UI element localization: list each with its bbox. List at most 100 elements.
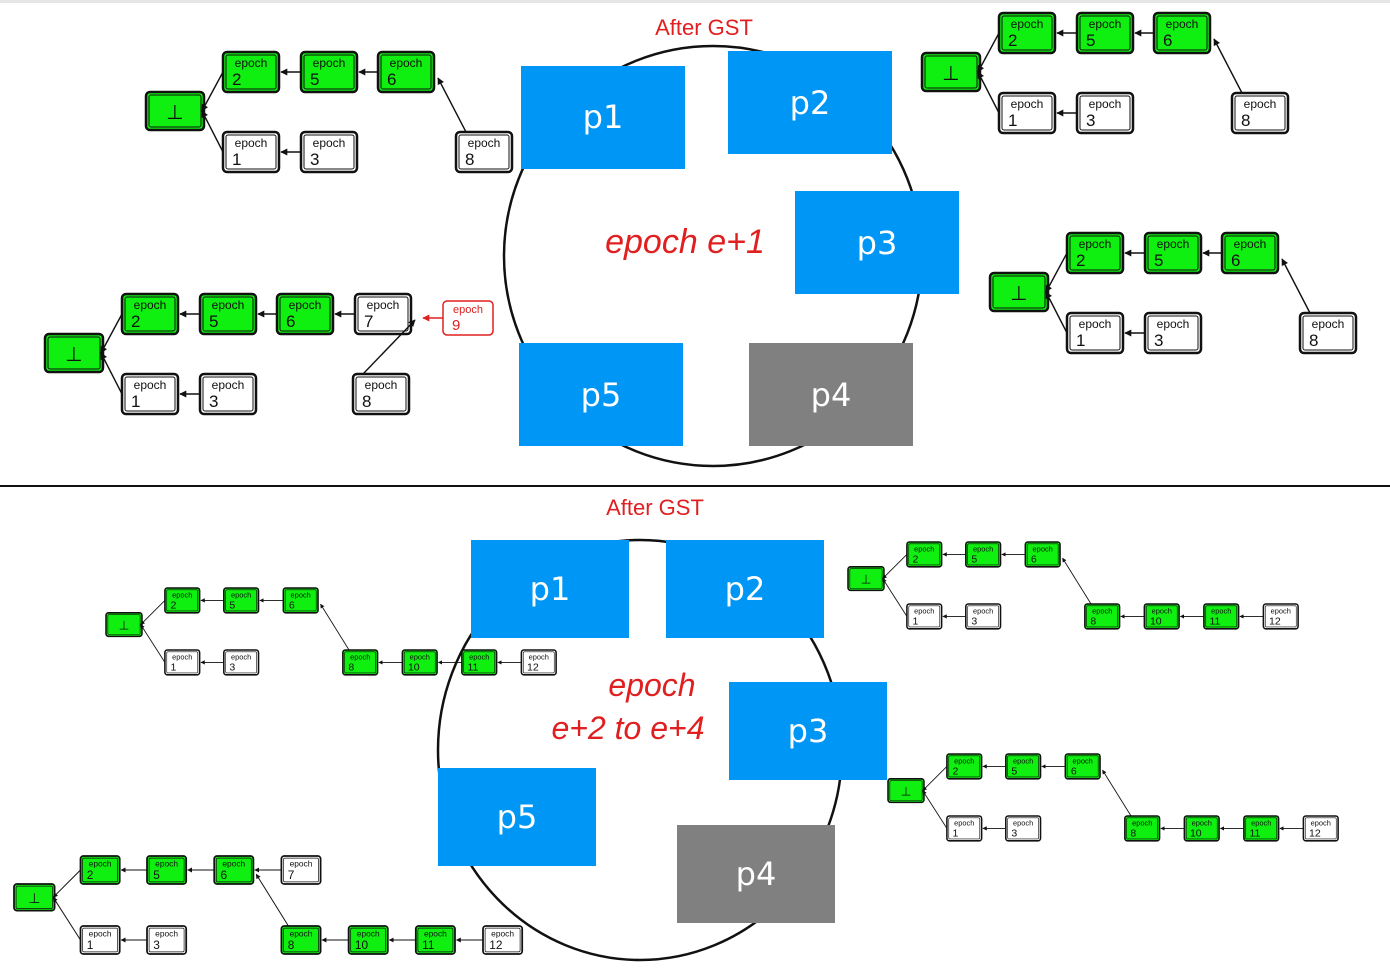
block-epoch-number: 5 <box>229 599 235 611</box>
block-epoch-number: 6 <box>387 70 396 89</box>
block-epoch-number: 5 <box>310 70 319 89</box>
block-epoch-label: epoch <box>973 606 993 615</box>
block-epoch-label: epoch <box>350 652 370 661</box>
process-p3: p3 <box>795 191 959 294</box>
panel-2: After GST epoch e+2 to e+4 p1 p2 p3 p4 p… <box>436 495 887 962</box>
block-epoch-number: 5 <box>209 312 218 331</box>
parent-link <box>255 873 289 927</box>
block-epoch-label: epoch <box>172 652 192 661</box>
genesis-symbol: ⊥ <box>119 618 130 633</box>
genesis-block: ⊥ <box>13 883 56 912</box>
block-epoch-label: epoch <box>1089 17 1122 31</box>
block-epoch-number: 5 <box>971 553 977 565</box>
process-p1-label: p1 <box>583 98 624 136</box>
block-epoch-number: 2 <box>1076 251 1085 270</box>
process-p4-label: p4 <box>811 376 852 414</box>
block-epoch-label: epoch <box>1013 818 1033 827</box>
parent-link <box>1062 557 1092 605</box>
block-epoch-label: epoch <box>1079 237 1112 251</box>
block-epoch-label: epoch <box>1152 606 1172 615</box>
parent-link <box>882 578 908 617</box>
process-p1-label: p1 <box>530 570 571 608</box>
parent-link <box>362 319 416 375</box>
block-epoch-label: epoch <box>1092 606 1112 615</box>
process-p4-box <box>749 343 913 446</box>
block-epoch-label: epoch <box>289 298 322 312</box>
block-epoch-number: 12 <box>1269 615 1281 627</box>
block-epoch-label: epoch <box>529 652 549 661</box>
process-p3-box <box>795 191 959 294</box>
block-epoch-number: 10 <box>408 661 420 673</box>
block-epoch-label: epoch <box>1132 818 1152 827</box>
block-epoch-label: epoch <box>1312 317 1345 331</box>
block-epoch-number: 2 <box>131 312 140 331</box>
block-epoch-number: 1 <box>1076 331 1085 350</box>
block-tree-p5-panel-1: ⊥epoch2epoch5epoch6epoch7epoch9epoch1epo… <box>43 292 494 416</box>
block-epoch-number: 6 <box>1031 553 1037 565</box>
block-epoch-number: 5 <box>1011 765 1017 777</box>
process-p2-box <box>728 51 892 154</box>
block-epoch-number: 3 <box>971 615 977 627</box>
block-epoch-label: epoch <box>1011 17 1044 31</box>
block-epoch-number: 12 <box>1309 827 1321 839</box>
block-epoch-number: 8 <box>1241 111 1250 130</box>
block-epoch-number: 8 <box>348 661 354 673</box>
parent-link <box>437 77 467 133</box>
block-epoch-number: 11 <box>467 661 478 673</box>
genesis-block: ⊥ <box>887 778 925 804</box>
block-epoch-label: epoch <box>155 859 178 869</box>
block-epoch-number: 8 <box>1130 827 1136 839</box>
block-epoch-label: epoch <box>1251 818 1271 827</box>
block-epoch-label: epoch <box>453 304 483 316</box>
block-epoch-number: 1 <box>912 615 918 627</box>
block-epoch-number: 6 <box>1163 31 1172 50</box>
genesis-symbol: ⊥ <box>1010 281 1027 305</box>
parent-link <box>52 869 81 898</box>
block-epoch-label: epoch <box>1011 97 1044 111</box>
block-epoch-number: 5 <box>153 868 160 882</box>
block-epoch-label: epoch <box>313 56 346 70</box>
parent-link <box>1102 769 1132 817</box>
genesis-symbol: ⊥ <box>861 572 872 587</box>
block-epoch-label: epoch <box>1013 756 1033 765</box>
parent-link <box>977 71 1000 114</box>
block-epoch-number: 1 <box>170 661 176 673</box>
block-epoch-number: 1 <box>131 392 140 411</box>
process-p1-box <box>521 66 685 169</box>
parent-link <box>201 110 224 153</box>
block-epoch-label: epoch <box>410 652 430 661</box>
process-p2-box <box>666 540 824 638</box>
genesis-block: ⊥ <box>105 612 143 638</box>
block-epoch-number: 8 <box>1090 615 1096 627</box>
genesis-block: ⊥ <box>43 332 105 374</box>
block-epoch-label: epoch <box>1244 97 1277 111</box>
block-epoch-label: epoch <box>1157 317 1190 331</box>
genesis-block: ⊥ <box>144 90 206 132</box>
block-epoch-number: 1 <box>232 150 241 169</box>
block-epoch-label: epoch <box>134 298 167 312</box>
block-epoch-number: 8 <box>362 392 371 411</box>
epoch-caption: epoch e+1 <box>605 223 765 261</box>
block-epoch-number: 2 <box>170 599 176 611</box>
